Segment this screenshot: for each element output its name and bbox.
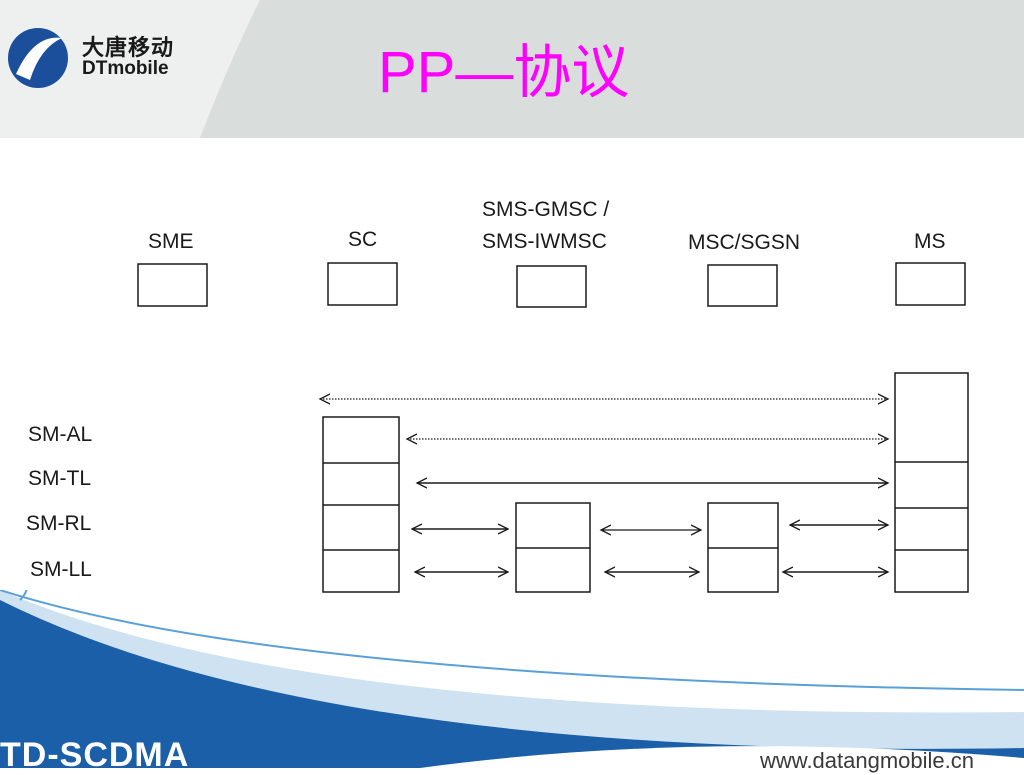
dtmobile-logo-icon xyxy=(8,28,68,88)
footer-brand: TD-SCDMA xyxy=(0,736,190,774)
layer-label-sm-tl: SM-TL xyxy=(28,467,91,490)
entity-box-ms xyxy=(895,262,966,306)
slide-header: 大唐移动 DTmobile PP—协议 xyxy=(0,0,1024,138)
logo-mobile-text: mobile xyxy=(107,58,169,79)
layer-label-sm-al: SM-AL xyxy=(28,423,92,446)
layer-label-sm-ll: SM-LL xyxy=(30,558,92,581)
sc-stack xyxy=(322,416,400,593)
footer-url: www.datangmobile.cn xyxy=(760,748,975,773)
entity-label-sme: SME xyxy=(148,230,194,253)
header-swoosh xyxy=(0,0,260,138)
logo-english-text: DTmobile xyxy=(82,58,169,80)
gmsc-stack xyxy=(515,502,591,593)
logo-dt-text: DT xyxy=(82,58,108,79)
layer-label-sm-rl: SM-RL xyxy=(26,512,91,535)
entity-label-ms: MS xyxy=(914,230,946,253)
entity-box-msc xyxy=(707,264,778,307)
entity-label-iwmsc: SMS-IWMSC xyxy=(482,230,607,253)
ms-stack xyxy=(894,372,969,593)
footer-wave xyxy=(0,590,1024,768)
entity-label-sc: SC xyxy=(348,228,377,251)
entity-box-gmsc xyxy=(516,265,587,308)
protocol-stack-diagram: SME SC SMS-GMSC / SMS-IWMSC MSC/SGSN MS … xyxy=(26,198,969,593)
entity-label-gmsc: SMS-GMSC / xyxy=(482,198,609,221)
msc-stack xyxy=(707,502,779,593)
logo-chinese-text: 大唐移动 xyxy=(82,35,175,60)
slide-title: PP—协议 xyxy=(378,40,630,105)
entity-label-msc-sgsn: MSC/SGSN xyxy=(688,231,800,254)
entity-box-sme xyxy=(137,263,208,307)
entity-box-sc xyxy=(327,262,398,306)
